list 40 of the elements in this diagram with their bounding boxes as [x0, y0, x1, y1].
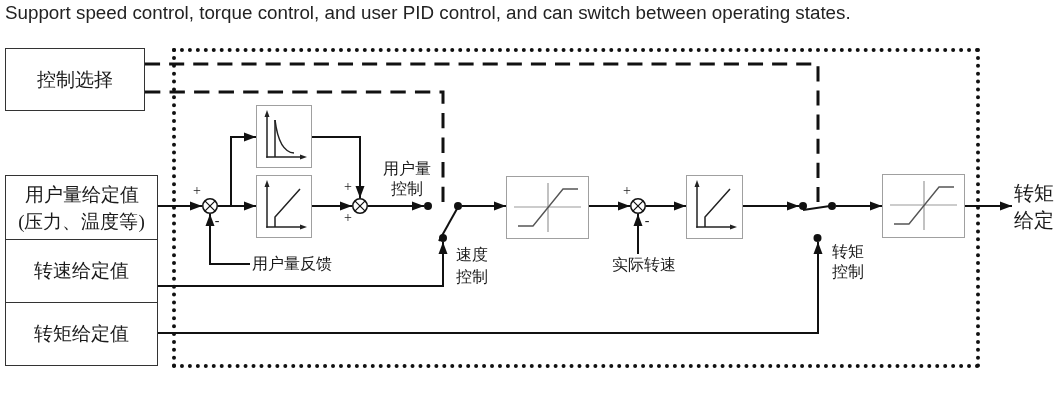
function-block: [256, 175, 312, 238]
arrow: [311, 201, 353, 211]
arrow: [645, 201, 687, 211]
function-block: [882, 174, 965, 238]
title: Support speed control, torque control, and user PID control, and can switch between operating states.: [5, 2, 851, 24]
arrow: [461, 201, 507, 211]
signal-label: 实际转速: [608, 254, 680, 276]
signal-box: 用户量给定值(压力、温度等): [5, 175, 158, 240]
switch-label: 用户量控制: [382, 159, 432, 199]
arrow: [157, 241, 448, 287]
arrow: [217, 201, 257, 211]
sign-label: +: [343, 180, 353, 194]
sign-label: +: [192, 184, 202, 198]
arrow: [157, 201, 203, 211]
arrow: [311, 136, 365, 199]
dotted-frame: [172, 48, 980, 368]
dashed-line: [145, 62, 820, 202]
arrow: [633, 213, 643, 255]
function-block: [506, 176, 589, 239]
signal-box: 控制选择: [5, 48, 145, 111]
signal-box: 转矩给定值: [5, 302, 158, 366]
arrow: [157, 241, 823, 334]
signal-label: 用户量反馈: [250, 253, 334, 275]
sign-label: +: [622, 184, 632, 198]
function-block: [256, 105, 312, 168]
arrow: [367, 201, 425, 211]
sign-label: -: [643, 214, 651, 228]
sign-label: -: [213, 214, 221, 228]
switch-label: 速度控制: [455, 245, 489, 287]
arrow: [742, 201, 800, 211]
arrow: [835, 201, 883, 211]
arrow: [964, 201, 1013, 211]
signal-box: 转速给定值: [5, 239, 158, 303]
switch-label: 转矩控制: [831, 242, 865, 282]
sign-label: +: [343, 211, 353, 225]
arrow: [588, 201, 631, 211]
arrow: [205, 213, 251, 265]
signal-label: 转矩给定: [1012, 180, 1056, 236]
function-block: [686, 175, 743, 239]
dashed-line: [145, 90, 445, 202]
